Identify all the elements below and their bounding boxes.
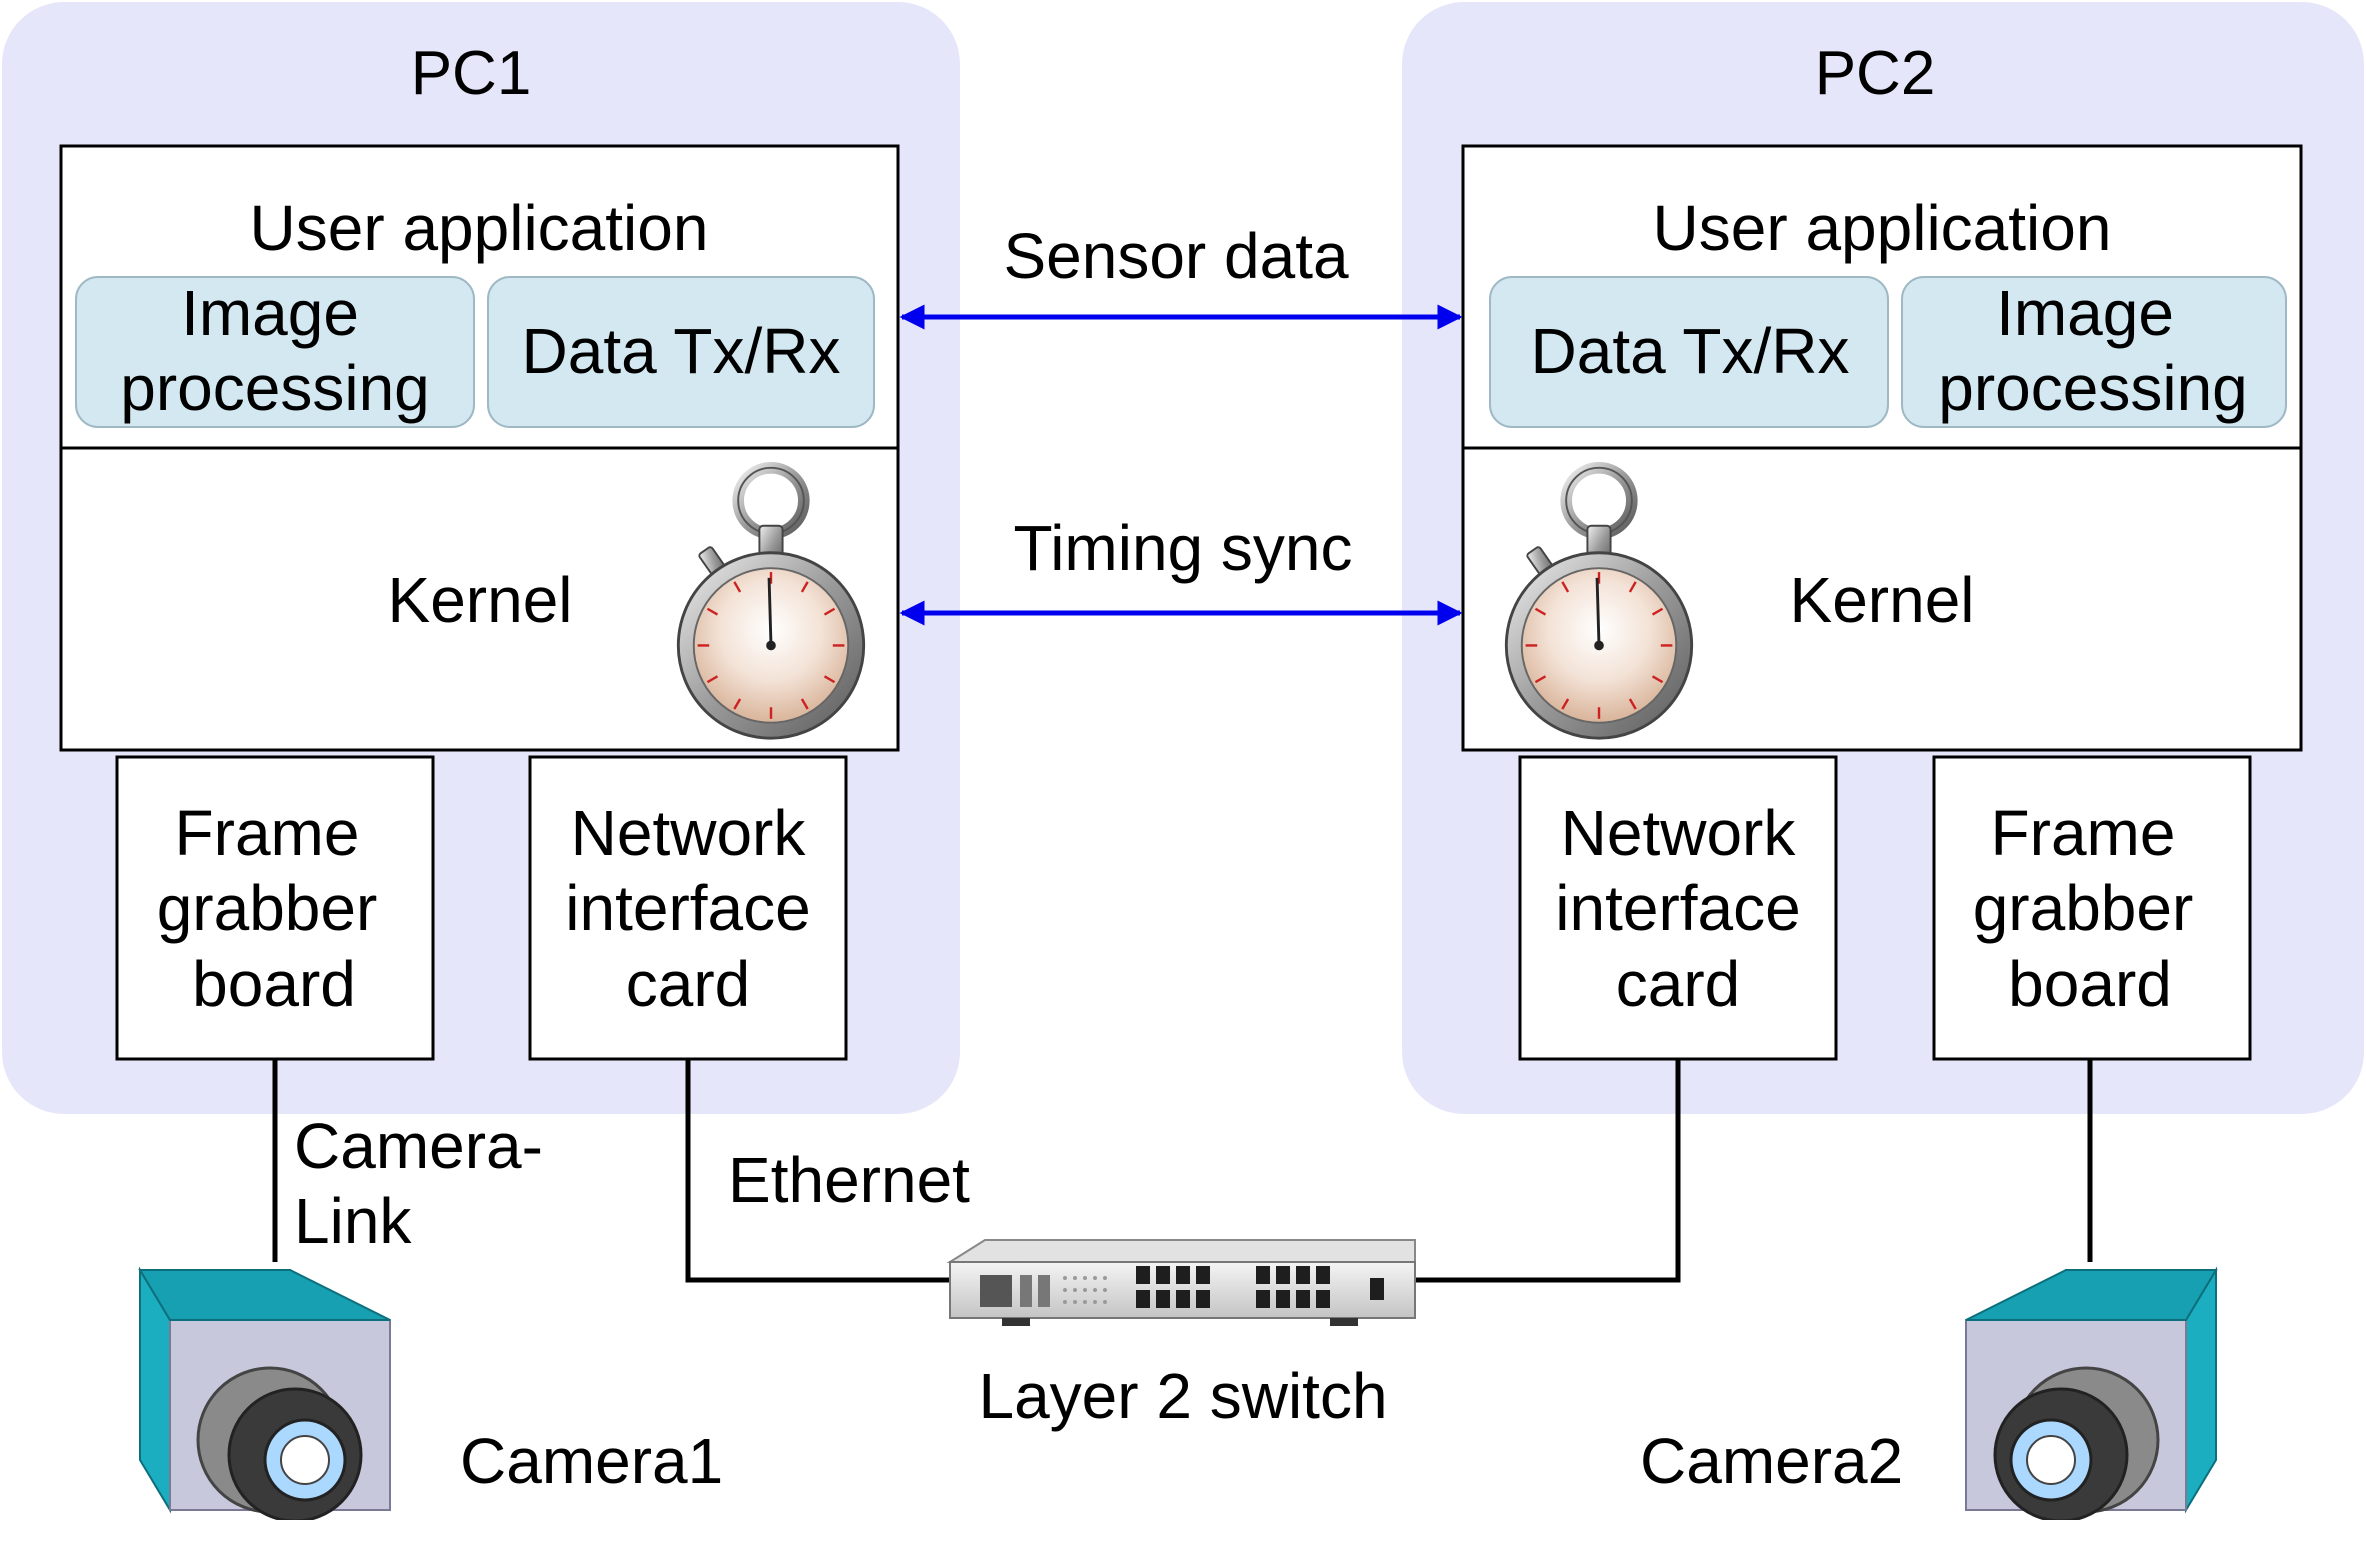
pc2-image-processing-module (1901, 276, 2287, 428)
camera-link-label: Camera- (294, 1110, 543, 1182)
sensor-data-label: Sensor data (1003, 220, 1349, 292)
camera2-icon (1964, 1268, 2218, 1520)
pc1-nic-label-2: interface (565, 872, 810, 944)
ethernet-cable-right (1415, 1059, 1681, 1283)
pc1-nic-box (528, 755, 848, 1061)
pc2-data-txrx-label: Data Tx/Rx (1531, 315, 1850, 387)
pc1-nic-label-3: card (626, 948, 751, 1020)
pc1-frame-grabber-label-2: grabber (157, 872, 378, 944)
ethernet-label: Ethernet (728, 1144, 970, 1216)
camera-link-label-2: Link (294, 1185, 412, 1257)
camera1-icon (138, 1268, 392, 1520)
pc1-kernel-label: Kernel (388, 564, 573, 636)
pc2-kernel-label: Kernel (1790, 564, 1975, 636)
pc1-nic-label: Network (571, 797, 807, 869)
pc1-data-txrx-label: Data Tx/Rx (522, 315, 841, 387)
pc1-image-processing-label: Image (181, 277, 359, 349)
pc2-user-application-label: User application (1653, 192, 2112, 264)
pc2-frame-grabber-box (1932, 755, 2252, 1061)
pc2-frame-grabber-label-2: grabber (1973, 872, 2194, 944)
pc2-image-processing-label-2: processing (1938, 352, 2248, 424)
pc1-data-txrx-module (487, 276, 875, 428)
switch-label: Layer 2 switch (978, 1360, 1387, 1432)
camera1-label: Camera1 (460, 1425, 723, 1497)
ethernet-cable-left (685, 1059, 950, 1283)
pc2-image-processing-label: Image (1996, 277, 2174, 349)
pc2-data-txrx-module (1489, 276, 1889, 428)
pc2-nic-box (1518, 755, 1838, 1061)
pc1-frame-grabber-box (115, 755, 435, 1061)
pc1-frame-grabber-label-3: board (192, 948, 356, 1020)
pc2-frame-grabber-label-3: board (2008, 948, 2172, 1020)
pc1-user-application-label: User application (250, 192, 709, 264)
pc1-frame-grabber-label: Frame (175, 797, 360, 869)
camera2-label: Camera2 (1640, 1425, 1903, 1497)
pc1-image-processing-label-2: processing (120, 352, 430, 424)
pc2-nic-label: Network (1561, 797, 1797, 869)
switch-icon (946, 1239, 1416, 1326)
timing-sync-label: Timing sync (1013, 512, 1352, 584)
pc1-image-processing-module (75, 276, 475, 428)
pc2-title: PC2 (1815, 39, 1936, 108)
pc1-title: PC1 (411, 39, 532, 108)
pc2-frame-grabber-label: Frame (1991, 797, 2176, 869)
pc2-nic-label-3: card (1616, 948, 1741, 1020)
pc2-nic-label-2: interface (1555, 872, 1800, 944)
